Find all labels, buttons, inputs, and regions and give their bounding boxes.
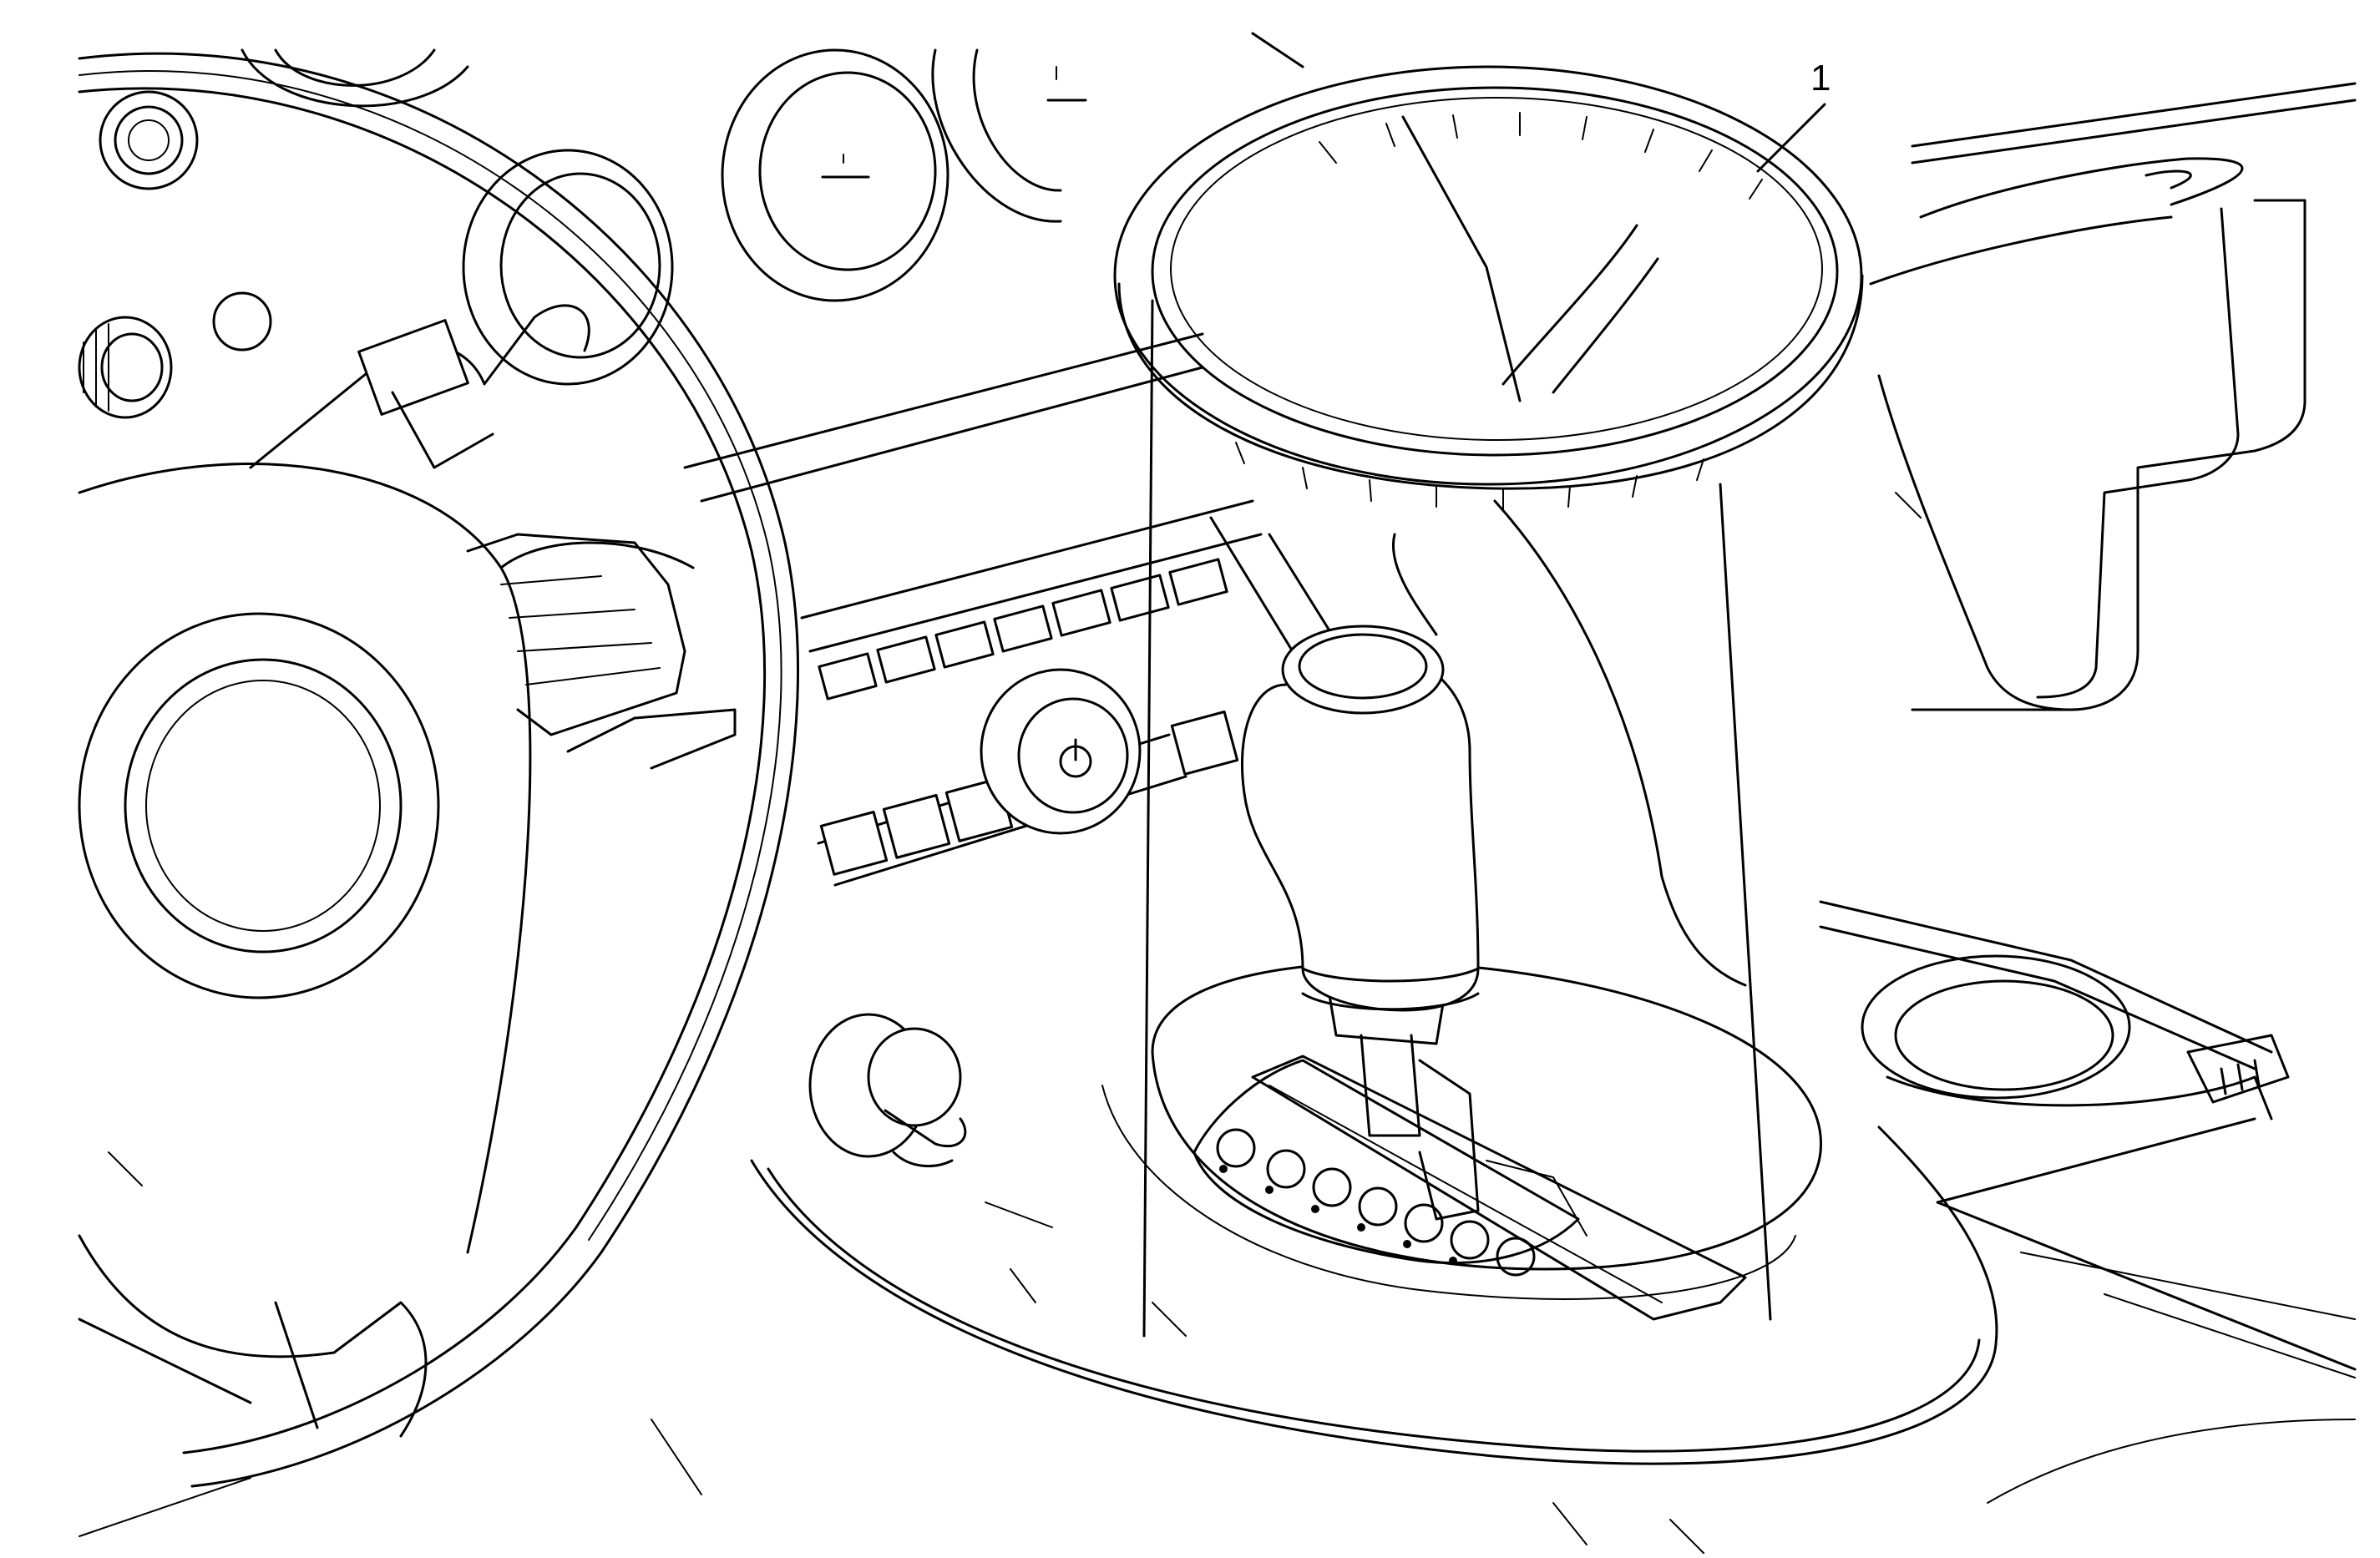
shift-knob: [1241, 625, 1480, 1012]
turn-signal-stalk: [249, 304, 590, 469]
misc-strokes: [78, 1151, 1704, 1554]
callout-label-1: 1: [1810, 58, 1831, 99]
center-stack: [683, 332, 1355, 887]
airbag-hub: [78, 612, 440, 999]
instrument-cluster: [78, 48, 1087, 419]
shift-indicator-plate: [1193, 1059, 1580, 1277]
gauge-center-left: [462, 149, 674, 386]
gauge-left: [99, 90, 199, 190]
shift-boot: [1113, 65, 1864, 1338]
power-icon: [1059, 738, 1092, 778]
power-knob: [980, 668, 1142, 835]
gauge-center-right: [931, 48, 1087, 223]
gauge-ring-top: [241, 48, 469, 108]
tray-pull-tab: [2186, 1034, 2290, 1104]
small-indicator: [212, 291, 272, 352]
gauge-center: [721, 48, 949, 302]
shift-gate: [1251, 1055, 1747, 1321]
dial-knob-left: [78, 316, 173, 419]
steering-wheel: [78, 52, 799, 1488]
shift-lever: [1326, 984, 1480, 1221]
callout-leader-1: [1756, 103, 1826, 173]
steering-column: [466, 533, 737, 770]
radio-buttons-row-lower: [819, 710, 1239, 876]
cup-holder: [1819, 900, 2357, 1504]
boot-retainer-ring: [1113, 65, 1864, 510]
dash-panel: [1251, 32, 2357, 711]
radio-buttons-row: [818, 558, 1228, 701]
ignition-knob: [808, 1013, 967, 1168]
